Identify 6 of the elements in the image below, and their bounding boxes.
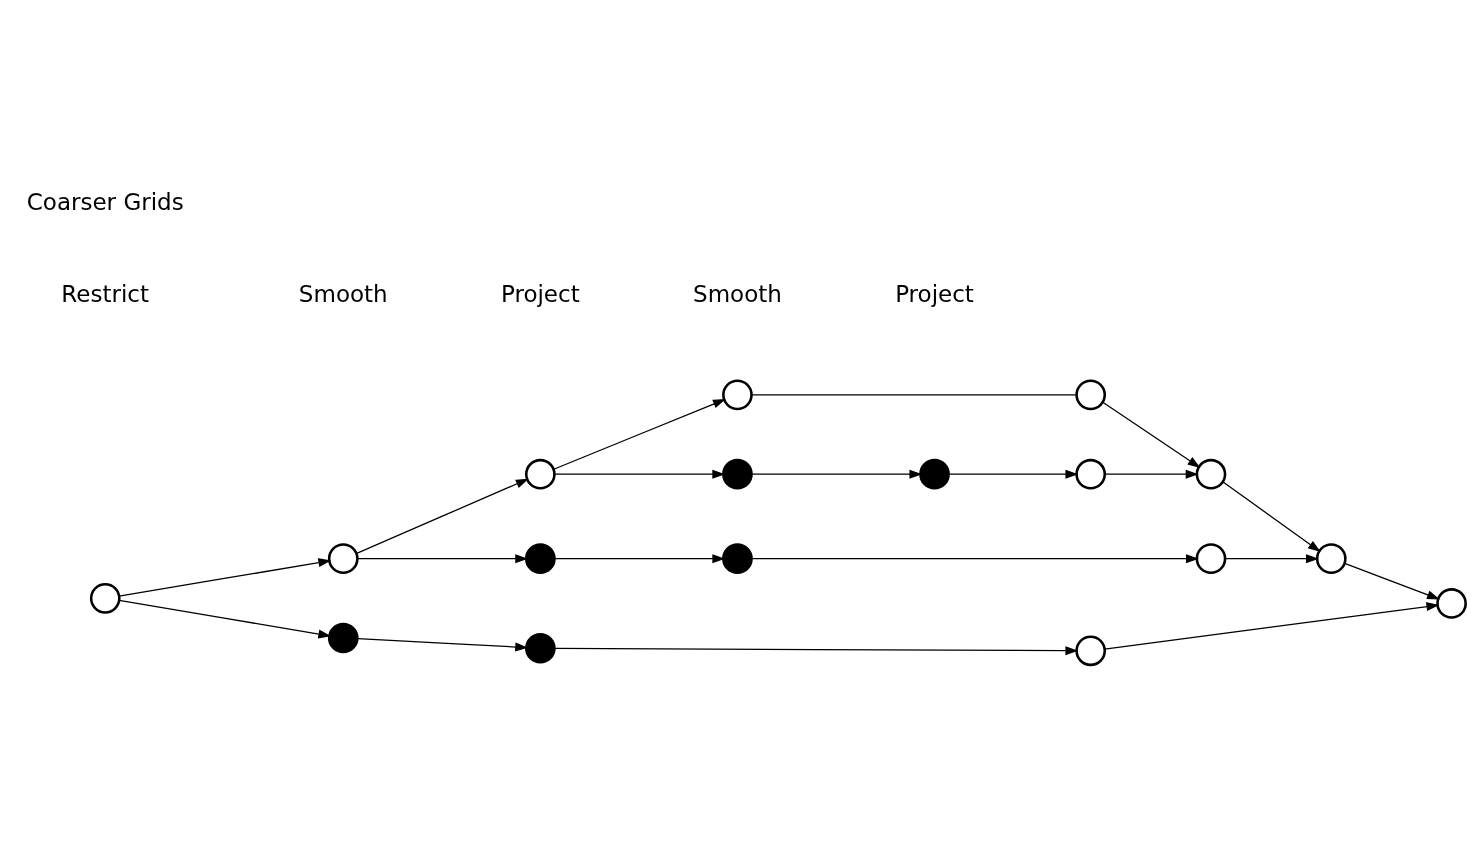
label: Coarser Grids [26,188,184,215]
label: Project [500,280,580,307]
label: Smooth [298,280,388,307]
label: Smooth [693,280,782,307]
label: Project [895,280,974,307]
label: Restrict [61,280,150,307]
